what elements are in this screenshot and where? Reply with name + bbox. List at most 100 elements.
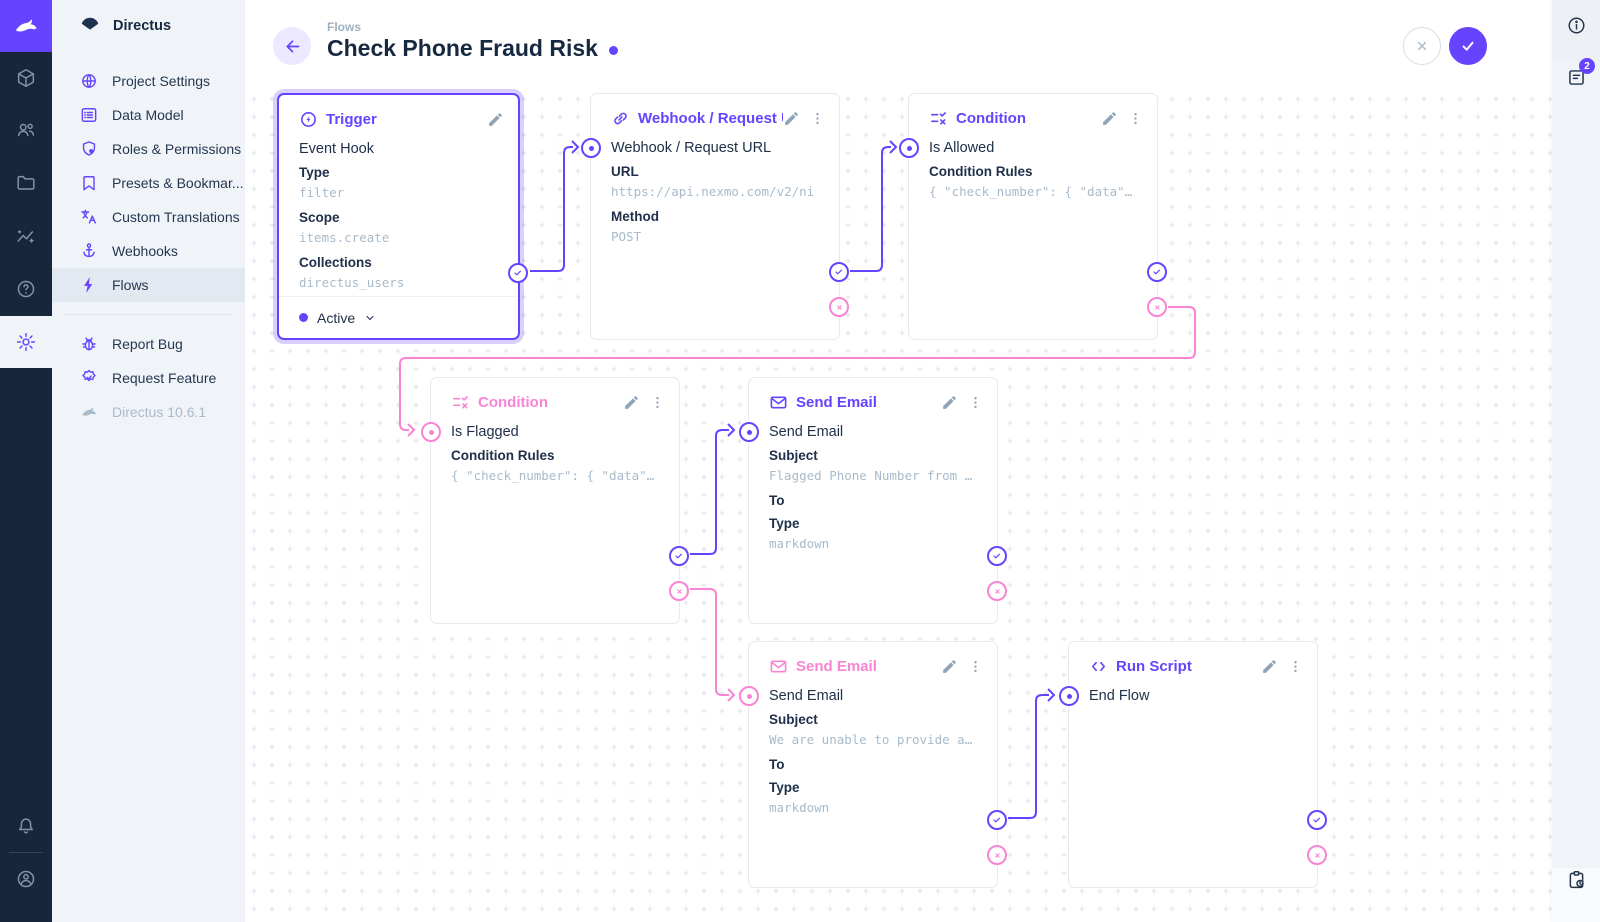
check-icon [993,553,1000,559]
feed-icon [1568,69,1584,85]
module-insights-button[interactable] [0,210,52,262]
x-icon [1314,852,1320,858]
data-model-icon [81,108,97,122]
check-icon [993,817,1000,823]
sidebar-item-custom-translations[interactable]: Custom Translations [52,200,245,234]
sidebar-item-presets-bookmarks[interactable]: Presets & Bookmar... [52,166,245,200]
resolve-attach-point[interactable] [669,546,689,566]
flow-card-webhook[interactable]: Webhook / Request URL Webhook / Request … [581,93,849,340]
more-options-icon[interactable] [968,659,983,674]
reject-attach-point[interactable] [1147,297,1167,317]
directus-logo[interactable] [0,0,52,52]
reject-attach-point[interactable] [1307,845,1327,865]
resolve-attach-point[interactable] [1307,810,1327,830]
module-files-button[interactable] [0,157,52,209]
reject-attach-point[interactable] [987,845,1007,865]
sidebar-item-data-model[interactable]: Data Model [52,98,245,132]
arrow-left-icon [285,39,299,53]
card-title: Send Email [796,658,877,675]
bell-icon [19,818,33,834]
info-button[interactable] [1564,13,1588,37]
more-options-icon[interactable] [968,395,983,410]
sidebar-nav: Project Settings Data Model Roles & Perm… [52,52,245,429]
flow-card-run-script[interactable]: Run Script End Flow [1059,641,1327,888]
sidebar-item-project-settings[interactable]: Project Settings [52,64,245,98]
back-button[interactable] [273,27,311,65]
resolve-attach-point[interactable] [1147,262,1167,282]
shield-icon [82,141,96,156]
sidebar-item-roles-permissions[interactable]: Roles & Permissions [52,132,245,166]
edit-icon[interactable] [1101,110,1118,127]
sidebar-item-report-bug[interactable]: Report Bug [52,327,245,361]
resolve-attach-point[interactable] [987,810,1007,830]
edit-icon[interactable] [941,658,958,675]
edit-icon[interactable] [783,110,800,127]
edit-icon[interactable] [487,111,504,128]
reject-attach-point[interactable] [987,581,1007,601]
bolt-icon [84,277,93,293]
unsaved-indicator [608,45,618,55]
input-attach-point[interactable] [421,422,441,442]
sidebar-item-flows[interactable]: Flows [52,268,245,302]
more-options-icon[interactable] [810,111,825,126]
flow-status-toggle[interactable]: Active [279,296,518,338]
sidebar-item-label: Request Feature [112,370,217,386]
edit-icon[interactable] [623,394,640,411]
close-button[interactable] [1403,27,1441,65]
input-attach-point[interactable] [899,138,919,158]
module-settings-button[interactable] [0,316,52,368]
save-button[interactable] [1449,27,1487,65]
input-attach-point[interactable] [739,422,759,442]
bug-icon [82,337,96,351]
condition-icon [931,112,946,125]
card-title: Send Email [796,394,877,411]
notifications-button[interactable]: 2 [1564,58,1595,89]
resolve-attach-point[interactable] [987,546,1007,566]
x-icon [994,588,1000,594]
project-header[interactable]: Directus [52,0,245,52]
module-content-button[interactable] [0,52,52,104]
flow-card-condition-flagged[interactable]: Condition Is Flagged Condition Rules{ "c… [421,377,689,624]
cube-icon [17,69,35,87]
globe-icon [82,74,96,88]
sidebar-item-webhooks[interactable]: Webhooks [52,234,245,268]
operation-name: Webhook / Request URL [611,140,772,156]
resolve-attach-point[interactable] [829,262,849,282]
rabbit-icon [16,19,37,32]
flow-card-condition-allowed[interactable]: Condition Is Allowed Condition Rules{ "c… [899,93,1167,340]
notifications-bell-button[interactable] [0,800,52,852]
sidebar-item-request-feature[interactable]: Request Feature [52,361,245,395]
reject-attach-point[interactable] [829,297,849,317]
rail-divider [9,852,43,853]
page-title: Check Phone Fraud Risk [327,35,618,62]
module-users-button[interactable] [0,104,52,156]
mail-icon [770,396,787,409]
more-options-icon[interactable] [1288,659,1303,674]
module-help-button[interactable] [0,263,52,315]
card-title: Condition [478,394,548,411]
input-attach-point[interactable] [581,138,601,158]
breadcrumb[interactable]: Flows [327,20,362,34]
input-attach-point[interactable] [1059,686,1079,706]
title-block: Flows Check Phone Fraud Risk [327,20,618,62]
condition-icon [453,396,468,409]
card-title: Webhook / Request URL [638,110,783,127]
account-button[interactable] [0,853,52,905]
check-icon [514,270,521,276]
revisions-button[interactable] [1564,867,1588,891]
sidebar-item-version: Directus 10.6.1 [52,395,245,429]
operation-name: End Flow [1089,688,1150,704]
resolve-attach-point[interactable] [508,263,528,283]
input-attach-point[interactable] [739,686,759,706]
gear-icon [16,332,36,352]
edit-icon[interactable] [1261,658,1278,675]
more-options-icon[interactable] [1128,111,1143,126]
sidebar-item-label: Custom Translations [112,209,240,225]
reject-attach-point[interactable] [669,581,689,601]
x-icon [676,588,682,594]
edit-icon[interactable] [941,394,958,411]
more-options-icon[interactable] [650,395,665,410]
